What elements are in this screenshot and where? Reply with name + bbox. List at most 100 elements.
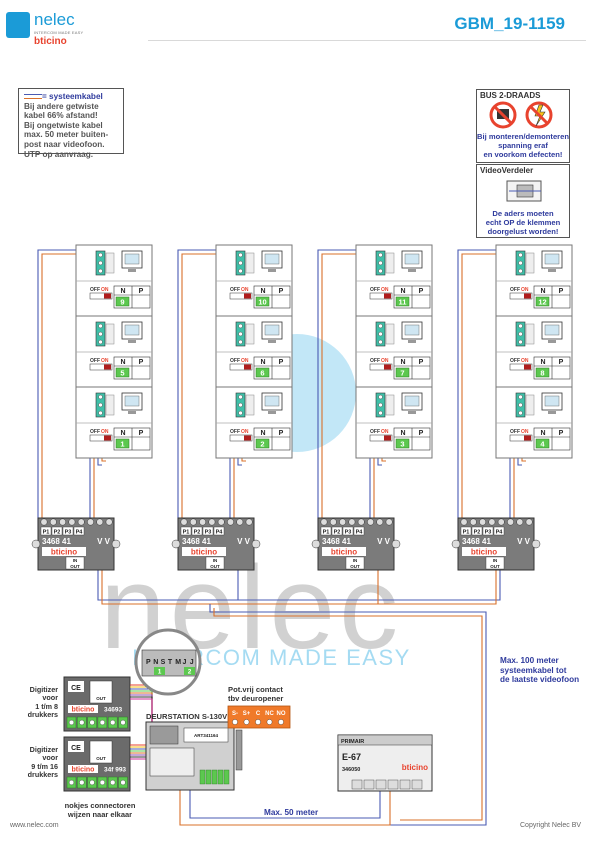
- digitizer-brand: bticino: [72, 767, 95, 774]
- logo-brand: bticino: [34, 36, 67, 47]
- psu-code: 346050: [342, 767, 360, 773]
- terminal-screw-icon: [518, 268, 523, 274]
- switch-on-label: ON: [521, 358, 529, 364]
- contact-terminal-label: S+: [243, 711, 251, 717]
- distributor-brand: bticino: [471, 548, 497, 557]
- zoom-terminal-label: J: [190, 659, 194, 666]
- distributor-port-label: P4: [216, 530, 224, 536]
- zoom-badge: [184, 667, 195, 675]
- address-badge: [115, 296, 130, 307]
- monitor-stand: [408, 340, 416, 343]
- np-p-label: P: [279, 430, 284, 437]
- psu-terminal-icon: [399, 779, 411, 790]
- np-n-label: N: [400, 430, 405, 437]
- terminal-screw-icon: [378, 339, 383, 345]
- distributor-clamp-icon: [105, 518, 113, 526]
- distributor-out-label: OUT: [350, 564, 360, 569]
- switch-on-label: ON: [521, 287, 529, 293]
- zoom-number-1: 1: [158, 669, 162, 676]
- distributor-port-label: P2: [474, 530, 481, 536]
- distributor-port-label: P3: [205, 530, 212, 536]
- distributor-port: [202, 526, 214, 536]
- street-terminal-icon: [223, 769, 230, 785]
- monitor-display: [124, 395, 140, 407]
- distributor-clamp-icon: [189, 518, 197, 526]
- distributor-clamp-icon: [469, 518, 477, 526]
- distributor-port-label: P3: [345, 530, 352, 536]
- address-number: 12: [538, 298, 546, 307]
- address-badge: [535, 367, 550, 378]
- np-p-label: P: [139, 359, 144, 366]
- digitizer-brand-plate: [68, 705, 98, 713]
- street-terminal-icon: [211, 769, 218, 785]
- psu-terminal-icon: [375, 779, 387, 790]
- distributor-clamp-icon: [320, 518, 328, 526]
- distributor-port: [342, 526, 354, 536]
- contact-screw-icon: [255, 719, 261, 725]
- psu-terminal-icon: [363, 779, 375, 790]
- distributor-vv: V V: [237, 537, 251, 546]
- system-cable-symbol-icon: [24, 94, 42, 100]
- distributor-clamp-icon: [96, 518, 104, 526]
- terminal-screw-icon: [98, 402, 103, 408]
- address-number: 2: [260, 440, 264, 449]
- dip-switch-icon: [509, 363, 533, 371]
- terminal-label-plate: [525, 252, 535, 274]
- np-n-label: N: [260, 430, 265, 437]
- address-badge: [115, 367, 130, 378]
- address-badge: [115, 438, 130, 449]
- dip-switch-knob: [244, 435, 251, 441]
- distributor-clamp-icon: [451, 539, 461, 549]
- distributor-clamp-icon: [516, 518, 524, 526]
- zoom-badge: [154, 667, 165, 675]
- distributor-clamp-icon: [217, 518, 225, 526]
- distributor-clamp-icon: [391, 539, 401, 549]
- monitor-stand: [408, 269, 416, 272]
- dip-switch-icon: [369, 292, 393, 300]
- terminal-screw-icon: [238, 402, 243, 408]
- panel-wire: [189, 790, 381, 819]
- distributor-brand-plate: [182, 547, 226, 556]
- monitor-display: [544, 253, 560, 265]
- dip-switch-icon: [369, 363, 393, 371]
- dip-switch-icon: [229, 292, 253, 300]
- digitizer-model: 34f 993: [104, 767, 126, 774]
- bus-warning-line: spanning eraf: [498, 141, 548, 150]
- distributor-inout: [485, 556, 505, 570]
- monitor-stand: [408, 411, 416, 414]
- document-code: GBM_19-1159: [454, 14, 565, 33]
- address-number: 6: [260, 369, 264, 378]
- video-splitter-panel: VideoVerdeler De aders moeten echt OP de…: [476, 164, 570, 238]
- terminal-label-plate: [385, 323, 395, 345]
- distributor-brand-plate: [322, 547, 366, 556]
- distributor-port-label: P4: [76, 530, 84, 536]
- splitter-line: De aders moeten: [492, 209, 554, 218]
- bus-warning-line: en voorkom defecten!: [483, 150, 563, 159]
- distributor-port: [180, 526, 192, 536]
- distributor-port: [191, 526, 203, 536]
- dip-switch-icon: [369, 434, 393, 442]
- monitor-display: [544, 324, 560, 336]
- distributor-vv: V V: [97, 537, 111, 546]
- np-n-label: N: [120, 359, 125, 366]
- distributor-clamp-icon: [111, 539, 121, 549]
- distributor-clamp-icon: [367, 518, 374, 526]
- terminal-screw-icon: [518, 339, 523, 345]
- psu-terminal-icon: [411, 779, 423, 790]
- distributor-vv: V V: [377, 537, 391, 546]
- psu-terminal-icon: [351, 779, 363, 790]
- switch-on-label: ON: [241, 358, 249, 364]
- system-cable-key: = systeemkabel: [42, 92, 103, 101]
- bus-title: BUS 2-DRAADS: [480, 91, 541, 100]
- zoom-number-2: 2: [188, 669, 192, 676]
- distributor-port-label: P4: [496, 530, 504, 536]
- trunk-wire: [97, 570, 501, 601]
- monitor-display: [264, 395, 280, 407]
- distributor-port: [493, 526, 505, 536]
- terminal-label-plate: [105, 323, 115, 345]
- terminal-screw-icon: [98, 394, 103, 400]
